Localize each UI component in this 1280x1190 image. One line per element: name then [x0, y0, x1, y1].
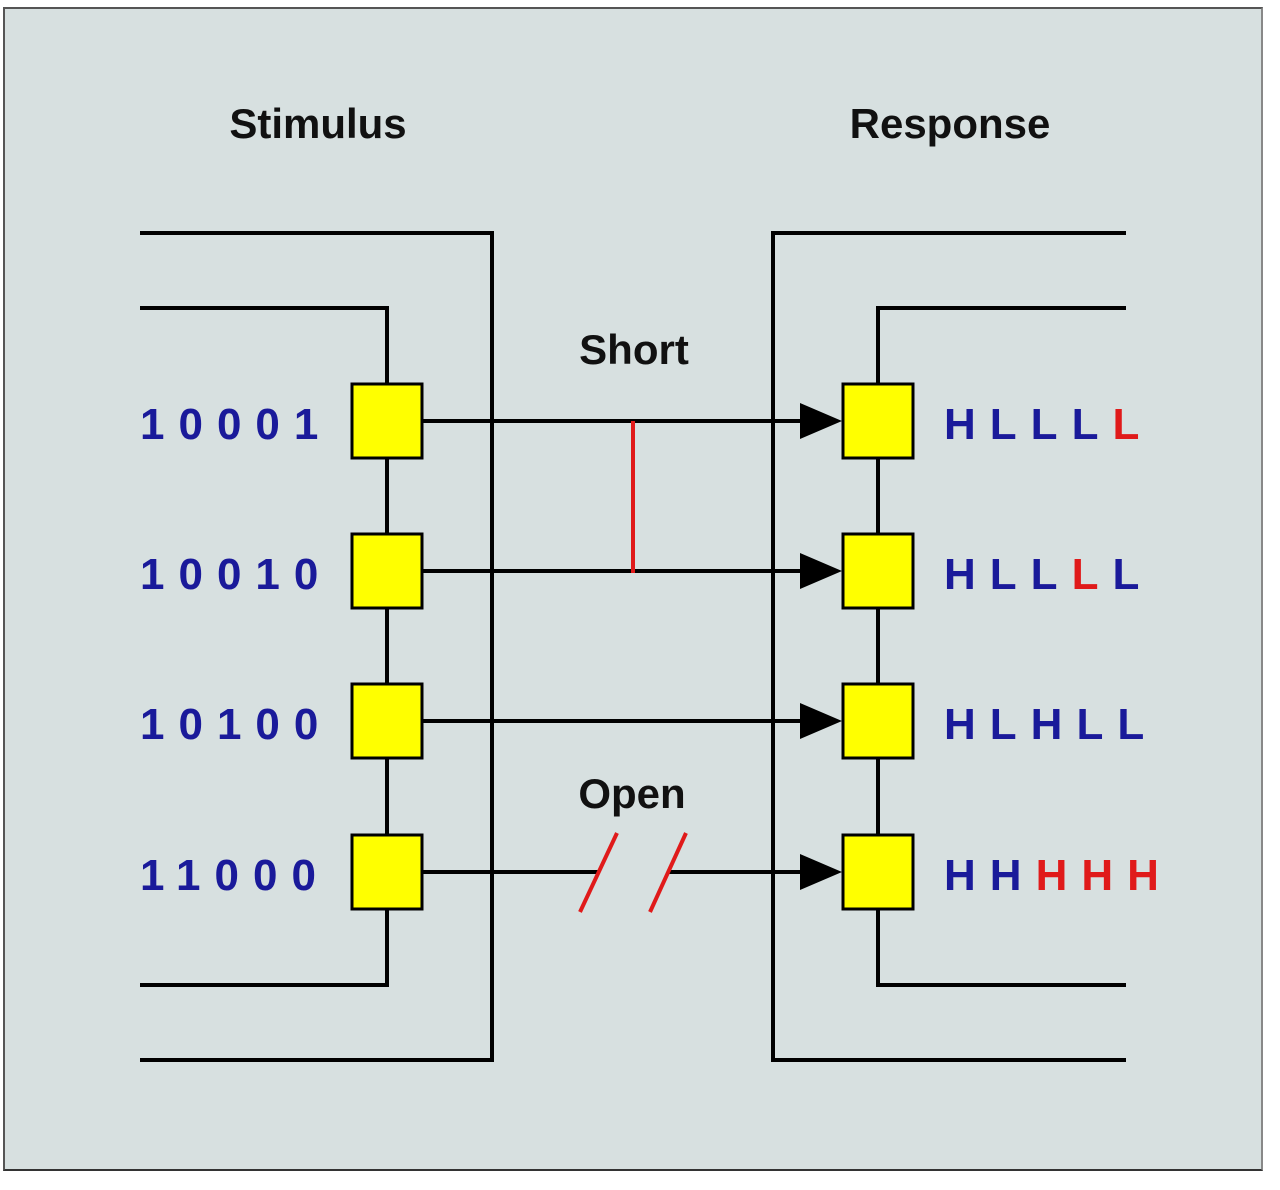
arrow-head-icon [800, 703, 842, 739]
response-bit-faulty: L [1112, 400, 1153, 449]
response-pin-cell [841, 833, 915, 911]
response-vector: HLLLL [944, 550, 1153, 599]
response-bit: H [990, 851, 1036, 900]
diagram-frame [3, 7, 1263, 1171]
response-vector: HLHLL [944, 700, 1158, 749]
response-bit: H [944, 400, 990, 449]
response-bit: L [1072, 400, 1113, 449]
stimulus-pin-cell [350, 682, 424, 760]
stimulus-vector: 10100 [140, 700, 332, 749]
response-bit-faulty: H [1036, 851, 1082, 900]
response-pin-cell [841, 532, 915, 610]
open-label: Open [578, 770, 685, 817]
response-bit-faulty: L [1072, 550, 1113, 599]
arrow-head-icon [800, 553, 842, 589]
stimulus-vector: 11000 [140, 851, 330, 900]
stimulus-header: Stimulus [229, 100, 406, 147]
response-pin-cell [841, 382, 915, 460]
response-bit: L [990, 550, 1031, 599]
right-chip-scan-chain [876, 306, 1126, 987]
response-pin-cell [841, 682, 915, 760]
response-bit: L [990, 700, 1031, 749]
left-chip-outer-outline [140, 231, 494, 1062]
response-vector: HLLLL [944, 400, 1153, 449]
response-bit: L [1031, 400, 1072, 449]
stimulus-vector: 10010 [140, 550, 332, 599]
response-header: Response [850, 100, 1051, 147]
stimulus-vector: 10001 [140, 400, 332, 449]
open-fault-slash-left [578, 832, 619, 913]
response-bit: L [1117, 700, 1158, 749]
response-bit: L [990, 400, 1031, 449]
response-bit: H [944, 851, 990, 900]
response-bit: L [1112, 550, 1153, 599]
arrow-head-icon [800, 854, 842, 890]
response-bit-faulty: H [1081, 851, 1127, 900]
response-bit: L [1031, 550, 1072, 599]
arrow-head-icon [800, 403, 842, 439]
response-bit: H [1031, 700, 1077, 749]
stimulus-pin-cell [350, 382, 424, 460]
right-chip-outer-outline [771, 231, 1126, 1062]
response-bit-faulty: H [1127, 851, 1173, 900]
stimulus-pin-cell [350, 532, 424, 610]
open-fault-slash-right [648, 832, 688, 913]
response-bit: L [1076, 700, 1117, 749]
left-chip-scan-chain [140, 306, 389, 987]
response-vector: HHHHH [944, 851, 1173, 900]
response-bit: H [944, 550, 990, 599]
short-label: Short [579, 326, 689, 373]
stimulus-pin-cell [350, 833, 424, 911]
response-bit: H [944, 700, 990, 749]
